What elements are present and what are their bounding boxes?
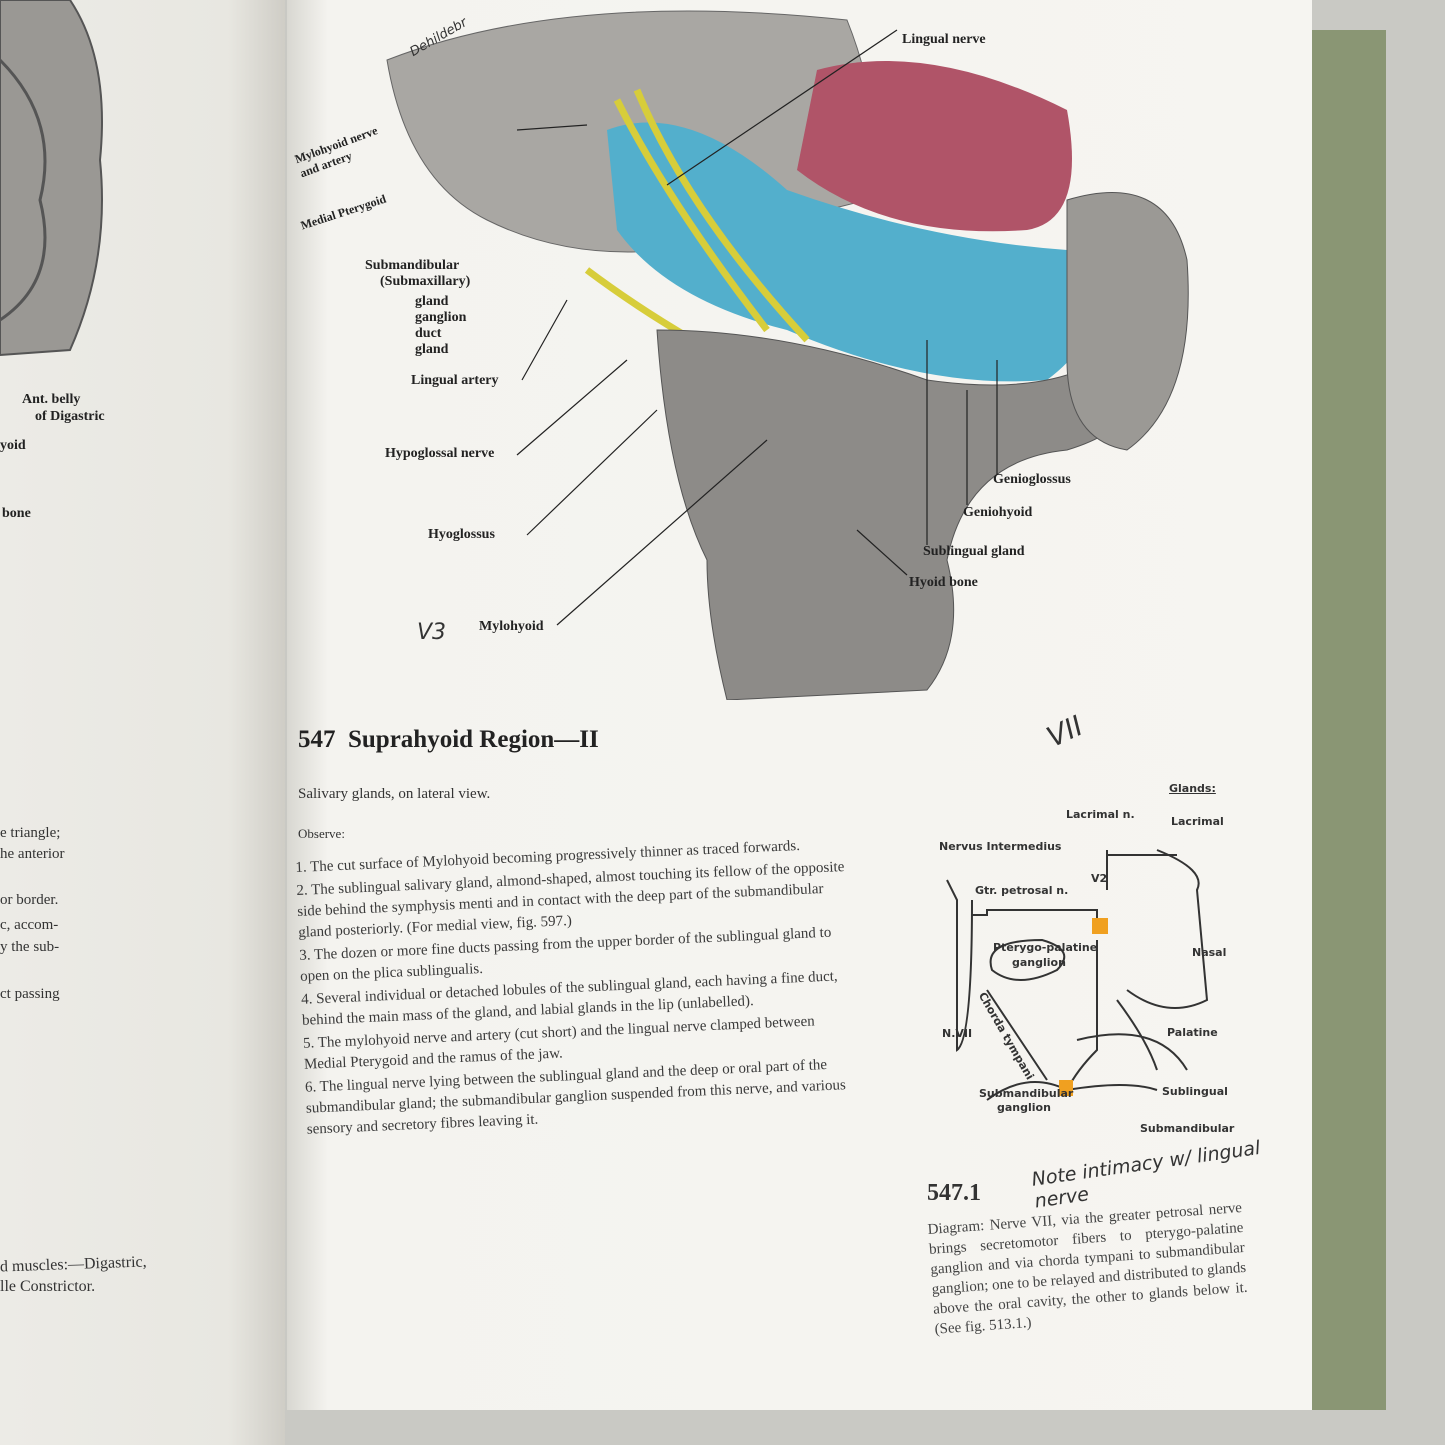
diagram-label-nasal: Nasal bbox=[1192, 946, 1227, 959]
observe-label: Observe: bbox=[298, 826, 345, 841]
handwritten-note: Note intimacy w/ lingual nerve bbox=[1030, 1136, 1262, 1213]
left-text: y the sub- bbox=[0, 939, 60, 955]
label-yoid: yoid bbox=[0, 438, 26, 453]
section-subtitle: Salivary glands, on lateral view. bbox=[298, 786, 491, 802]
diagram-label-submandibular-ganglion-2: ganglion bbox=[997, 1101, 1051, 1114]
diagram-caption: Diagram: Nerve VII, via the greater petr… bbox=[927, 1200, 1249, 1338]
diagram-label-submandibular-ganglion: Submandibular bbox=[979, 1087, 1074, 1100]
left-text: lle Constrictor. bbox=[0, 1278, 96, 1295]
diagram-label-sublingual: Sublingual bbox=[1162, 1085, 1228, 1098]
diagram-label-n-vii: N.VII bbox=[942, 1027, 973, 1040]
diagram-label-lacrimal-n: Lacrimal n. bbox=[1066, 808, 1135, 821]
label-mylohyoid: Mylohyoid bbox=[479, 619, 544, 634]
right-page: Dehildebr Lingual nerve Mylohyoid nerve … bbox=[287, 0, 1312, 1410]
left-text: e triangle; bbox=[0, 825, 61, 841]
diagram-label-lacrimal: Lacrimal bbox=[1171, 815, 1224, 828]
observation-list: 1. The cut surface of Mylohyoid becoming… bbox=[295, 834, 857, 1143]
label-hyoglossus: Hyoglossus bbox=[428, 527, 495, 542]
label-hyoid-bone: Hyoid bone bbox=[909, 575, 978, 590]
figure-number: 547.1 bbox=[927, 1180, 981, 1206]
label-gland-2: gland bbox=[415, 342, 449, 357]
label-of-digastric: of Digastric bbox=[35, 409, 105, 424]
label-submaxillary: (Submaxillary) bbox=[380, 274, 471, 289]
left-page: Ant. belly of Digastric yoid bone e tria… bbox=[0, 0, 285, 1445]
left-text: he anterior bbox=[0, 846, 65, 862]
section-heading: 547 Suprahyoid Region—II bbox=[298, 726, 599, 754]
label-gland: gland bbox=[415, 294, 449, 309]
label-submandibular: Submandibular bbox=[365, 258, 460, 273]
diagram-label-glands: Glands: bbox=[1169, 782, 1216, 795]
left-text: d muscles:—Digastric, bbox=[0, 1253, 147, 1276]
label-hypoglossal-nerve: Hypoglossal nerve bbox=[385, 446, 495, 461]
diagram-label-pterygo-palatine: Pterygo-palatine bbox=[993, 941, 1098, 954]
label-ant-belly: Ant. belly bbox=[22, 392, 81, 407]
label-genioglossus: Genioglossus bbox=[993, 472, 1071, 487]
anatomy-illustration bbox=[386, 10, 1189, 700]
left-text: ct passing bbox=[0, 986, 60, 1002]
label-lingual-nerve: Lingual nerve bbox=[902, 32, 986, 47]
handwritten-vii: VII bbox=[1041, 709, 1088, 754]
label-ganglion: ganglion bbox=[415, 310, 467, 325]
left-text: c, accom- bbox=[0, 917, 59, 933]
diagram-label-v2: V2 bbox=[1091, 872, 1108, 885]
diagram-label-gtr-petrosal: Gtr. petrosal n. bbox=[975, 884, 1069, 897]
handwritten-v3: V3 bbox=[417, 620, 447, 645]
diagram-label-nervus-intermedius: Nervus Intermedius bbox=[939, 840, 1062, 853]
nerve-diagram bbox=[946, 849, 1209, 1101]
diagram-label-pterygo-ganglion: ganglion bbox=[1012, 956, 1066, 969]
section-title: Suprahyoid Region—II bbox=[348, 726, 599, 753]
label-bone: bone bbox=[2, 506, 31, 521]
label-sublingual-gland: Sublingual gland bbox=[923, 544, 1025, 559]
label-lingual-artery: Lingual artery bbox=[411, 373, 499, 388]
section-number: 547 bbox=[298, 726, 336, 753]
label-duct: duct bbox=[415, 326, 442, 341]
label-geniohyoid: Geniohyoid bbox=[963, 505, 1033, 520]
diagram-label-submandibular: Submandibular bbox=[1140, 1122, 1235, 1135]
left-text: or border. bbox=[0, 892, 59, 908]
diagram-label-palatine: Palatine bbox=[1167, 1026, 1218, 1039]
left-illustration bbox=[0, 0, 103, 357]
